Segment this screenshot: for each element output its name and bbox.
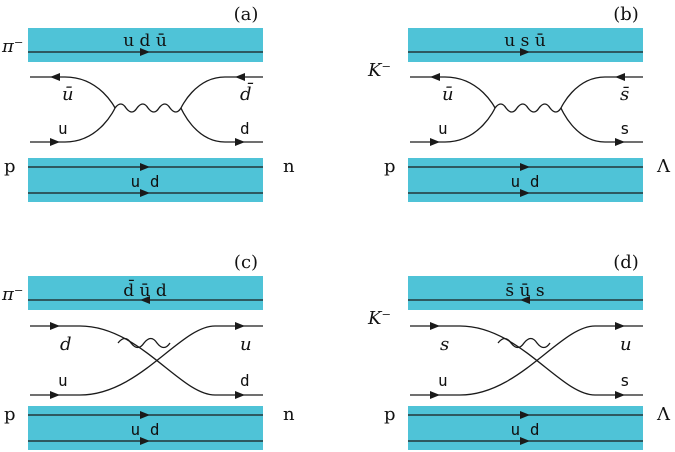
panel-d-baryon-arrow-1 [520,411,530,419]
panel-b-baryon-content: u d [511,172,540,191]
panel-a-right-bot-arrow [235,138,245,146]
panel-c-arrow-2 [50,391,60,399]
panel-d-meson-band [408,276,643,310]
panel-c-meson-arrow [140,296,150,304]
panel-a-baryon-content: u d [131,172,160,191]
panel-b-boson [494,103,562,113]
panel-a-proton: p [4,156,16,177]
panel-c-out-top: u [240,334,252,355]
panel-c-quark-line-bot-in [30,325,263,396]
panel-a-meson-band [28,28,263,62]
panel-a-boson [114,103,182,113]
panel-d-in-bot: u [438,371,448,390]
panel-b-meson-band [408,28,643,62]
panel-b-left-bot-arrow [430,138,440,146]
panel-d: s̄ ū s (d) K⁻ s u u s u d p Λ [367,252,671,450]
panel-a-in-top: ū [62,84,74,105]
panel-a: u d ū (a) π⁻ ū u d̄ d u d p n [1,4,295,202]
panel-d-boson [497,337,551,349]
panel-c: d̄ ū d (c) π⁻ d u u d u d p n [1,252,295,450]
panel-c-in-top: d [60,334,72,355]
panel-a-out-bot: d [240,119,250,138]
panel-a-left-bot-arrow [50,138,60,146]
panel-c-arrow-4 [235,391,245,399]
panel-d-baryon-out: Λ [656,404,671,425]
panel-b: u s ū (b) K⁻ ū u s̄ s u d p Λ [367,4,671,202]
panel-a-baryon-out: n [283,156,295,177]
panel-d-quark-line-bot-in [410,325,643,396]
panel-c-baryon-arrow-1 [140,411,150,419]
panel-c-arrow-3 [235,322,245,330]
panel-d-baryon-content: u d [511,420,540,439]
panel-b-right-top-arrow [615,73,625,81]
panel-b-in-top: ū [442,84,454,105]
panel-b-meson-arrow [520,48,530,56]
panel-b-tag: (b) [613,4,639,25]
panel-d-arrow-1 [430,322,440,330]
panel-c-arrow-1 [50,322,60,330]
panel-d-out-top: u [620,334,632,355]
panel-c-baryon-out: n [283,404,295,425]
panel-b-out-top: s̄ [620,84,629,105]
panel-d-arrow-2 [430,391,440,399]
panel-b-meson-label: K⁻ [367,60,391,81]
panel-c-meson-band [28,276,263,310]
panel-d-tag: (d) [613,252,639,273]
panel-c-in-bot: u [58,371,68,390]
panel-a-out-top: d̄ [240,81,254,105]
panel-d-meson-content: s̄ ū s [505,281,544,301]
panel-d-arrow-4 [615,391,625,399]
panel-c-baryon-arrow-2 [140,437,150,445]
panel-b-baryon-out: Λ [656,156,671,177]
panel-a-left-top-arrow [50,73,60,81]
panel-a-baryon-arrow-1 [140,163,150,171]
panel-d-meson-label: K⁻ [367,308,391,329]
panel-b-out-bot: s [620,119,630,138]
panel-d-out-bot: s [620,371,630,390]
panel-c-out-bot: d [240,371,250,390]
panel-a-in-bot: u [58,119,68,138]
panel-c-tag: (c) [234,252,258,273]
panel-b-right-quark-line [560,76,643,143]
panel-b-meson-content: u s ū [504,31,545,51]
panel-d-arrow-3 [615,322,625,330]
panel-b-in-bot: u [438,119,448,138]
panel-b-baryon-arrow-2 [520,189,530,197]
panel-b-right-bot-arrow [615,138,625,146]
panel-a-meson-label: π⁻ [1,36,23,57]
panel-a-baryon-arrow-2 [140,189,150,197]
panel-d-proton: p [384,404,396,425]
panel-a-right-top-arrow [235,73,245,81]
panel-d-baryon-arrow-2 [520,437,530,445]
panel-d-meson-arrow [520,296,530,304]
panel-a-right-quark-line [180,76,263,143]
panel-a-meson-content: u d ū [123,31,167,51]
panel-b-left-top-arrow [430,73,440,81]
panel-c-meson-label: π⁻ [1,284,23,305]
panel-a-meson-arrow [140,48,150,56]
panel-c-meson-content: d̄ ū d [123,278,167,301]
panel-c-proton: p [4,404,16,425]
panel-c-baryon-content: u d [131,420,160,439]
panel-d-in-top: s [440,334,449,355]
panel-b-baryon-arrow-1 [520,163,530,171]
panel-c-boson [117,337,171,349]
panel-b-proton: p [384,156,396,177]
panel-a-tag: (a) [234,4,259,25]
